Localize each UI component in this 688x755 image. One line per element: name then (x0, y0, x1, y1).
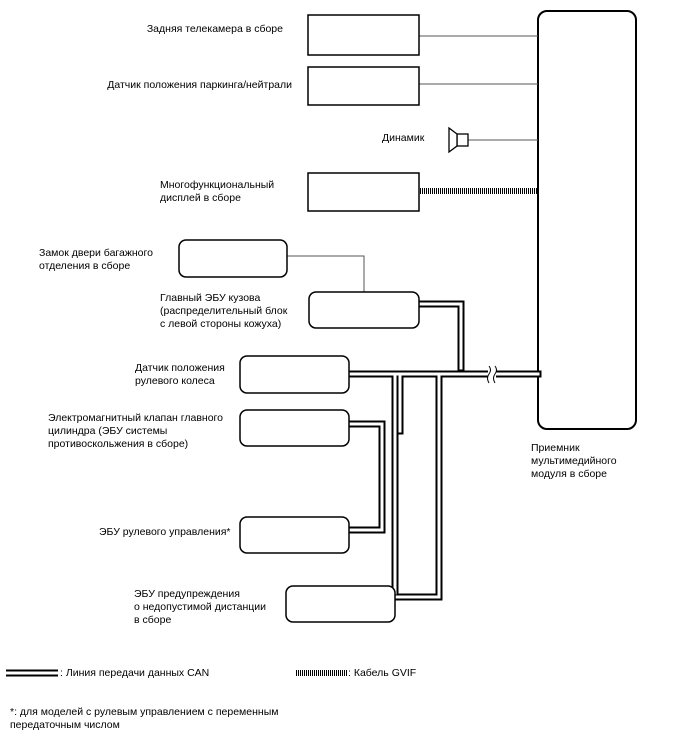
brake-actuator-box (239, 409, 350, 447)
gvif-cable (419, 188, 538, 194)
steering-sensor-label: Датчик положения рулевого колеса (135, 362, 225, 387)
line-break-mark (487, 365, 497, 384)
park-neutral-sensor-label: Датчик положения паркинга/нейтрали (107, 79, 292, 91)
steering-ecu-box (239, 516, 350, 554)
park-sensor-box (307, 66, 420, 106)
rear-camera-label: Задняя телекамера в сборе (146, 23, 283, 35)
wire-tailgate-lock (287, 255, 365, 292)
steering-sensor-box (239, 355, 350, 394)
rear-camera-box (307, 14, 420, 56)
main-body-ecu-box (308, 291, 420, 329)
mfd-box (307, 172, 420, 212)
legend-gvif-sample (295, 670, 347, 676)
distance-ecu-label: ЭБУ предупреждения о недопустимой дистан… (134, 588, 267, 626)
footnote: *: для моделей с рулевым управлением с п… (10, 706, 279, 731)
main-body-ecu-label: Главный ЭБУ кузова (распределительный бл… (160, 292, 288, 330)
tailgate-lock-box (178, 239, 288, 278)
legend-gvif-label: : Кабель GVIF (348, 667, 417, 679)
legend-can-label: : Линия передачи данных CAN (60, 667, 210, 679)
receiver-box (537, 10, 637, 430)
speaker-icon (448, 126, 469, 154)
tailgate-lock-label: Замок двери багажного отделения в сборе (39, 247, 153, 272)
speaker-label: Динамик (382, 132, 425, 144)
can-bus-lines (345, 300, 542, 601)
receiver-label: Приемник мультимедийного модуля в сборе (531, 442, 617, 480)
distance-ecu-box (285, 585, 396, 623)
mfd-label: Многофункциональный дисплей в сборе (160, 179, 275, 204)
brake-actuator-label: Электромагнитный клапан главного цилиндр… (48, 412, 223, 450)
steering-ecu-label: ЭБУ рулевого управления* (99, 526, 231, 538)
